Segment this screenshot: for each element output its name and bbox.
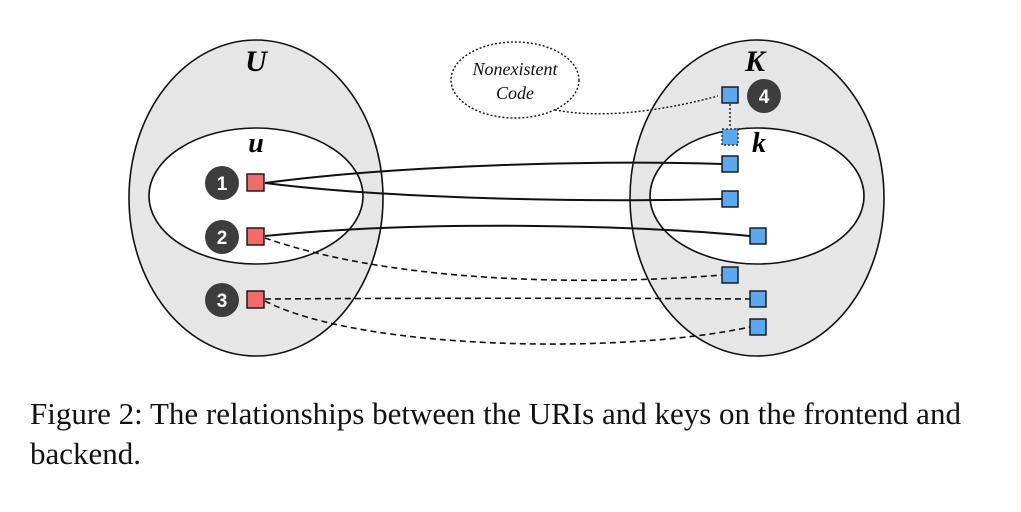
solid-link-2 — [264, 224, 751, 237]
nonexistent-code-bubble — [450, 41, 580, 119]
key-square-f — [749, 318, 767, 336]
solid-link-1a — [264, 161, 723, 184]
uri-square-1 — [246, 173, 265, 192]
key-square-c — [749, 227, 767, 245]
figure-caption: Figure 2: The relationships between the … — [30, 396, 961, 471]
subset-k-label: k — [752, 128, 766, 159]
set-K-label: K — [744, 45, 767, 78]
key-square-nonexistent — [721, 128, 739, 146]
subset-k-ellipse — [649, 127, 865, 265]
badge-2-text: 2 — [217, 228, 228, 249]
key-square-4 — [721, 86, 739, 104]
solid-link-1b — [264, 182, 723, 202]
relationship-diagram: U u K k Nonexistent Code 1 2 3 4 — [128, 39, 885, 357]
key-square-e — [749, 290, 767, 308]
subset-u-ellipse — [148, 127, 364, 265]
uri-square-3 — [246, 290, 265, 309]
uri-square-2 — [246, 227, 265, 246]
bubble-connector — [554, 95, 719, 115]
badge-2: 2 — [205, 220, 239, 254]
key-square-b — [721, 190, 739, 208]
key-square-d — [721, 266, 739, 284]
dashed-link-2 — [264, 237, 723, 282]
dashed-link-3a — [264, 297, 751, 300]
subset-u-label: u — [248, 128, 264, 159]
set-U-label: U — [245, 45, 268, 78]
badge-3: 3 — [205, 283, 239, 317]
badge-1: 1 — [205, 166, 239, 200]
badge-3-text: 3 — [217, 291, 228, 312]
badge-1-text: 1 — [217, 174, 228, 195]
bubble-text-line2: Code — [496, 83, 534, 103]
dashed-link-3b — [264, 300, 751, 345]
key-square-a — [721, 155, 739, 173]
badge-4: 4 — [747, 79, 781, 113]
badge-4-text: 4 — [759, 87, 770, 108]
bubble-text-line1: Nonexistent — [472, 59, 559, 79]
